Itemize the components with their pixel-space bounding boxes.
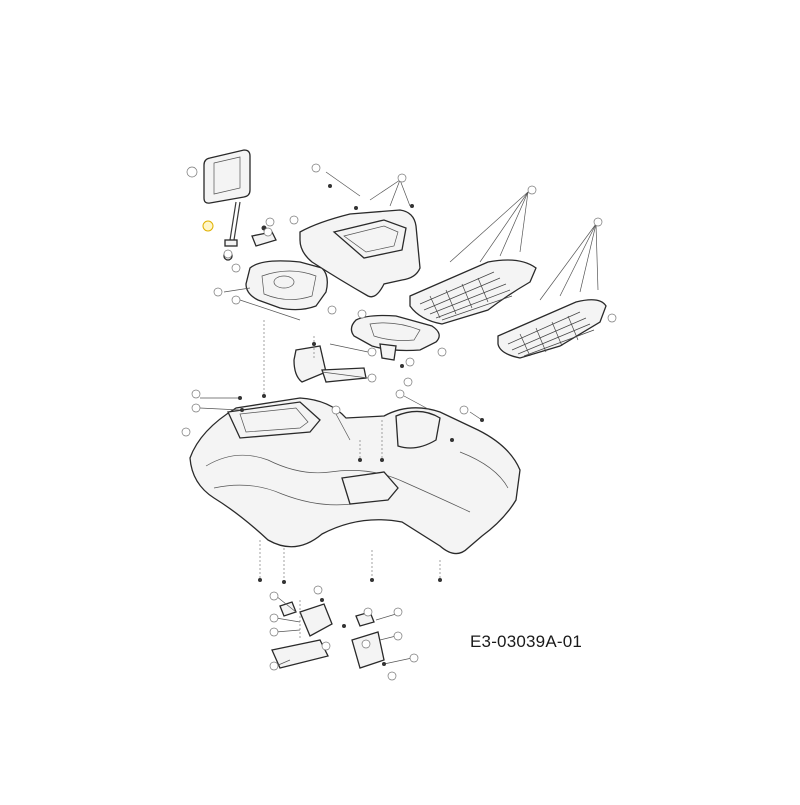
drawing-code-label: E3-03039A-01 bbox=[470, 632, 583, 651]
floor-mat-left[interactable] bbox=[409, 259, 537, 325]
support-bracket-part[interactable] bbox=[351, 611, 385, 669]
pedal-bracket-part[interactable] bbox=[271, 601, 333, 669]
main-body-part[interactable] bbox=[189, 397, 521, 555]
hood-cover-part[interactable] bbox=[299, 209, 421, 298]
leader-lines bbox=[199, 171, 599, 667]
highlighted-callout bbox=[202, 220, 214, 232]
dash-console-part[interactable] bbox=[245, 260, 328, 311]
mirror-part[interactable] bbox=[203, 149, 251, 204]
mirror-stem[interactable] bbox=[224, 201, 241, 247]
callout-bubbles bbox=[181, 163, 617, 681]
seat-plate-part[interactable] bbox=[350, 314, 440, 361]
floor-mat-right[interactable] bbox=[497, 299, 607, 359]
fasteners bbox=[238, 184, 484, 666]
